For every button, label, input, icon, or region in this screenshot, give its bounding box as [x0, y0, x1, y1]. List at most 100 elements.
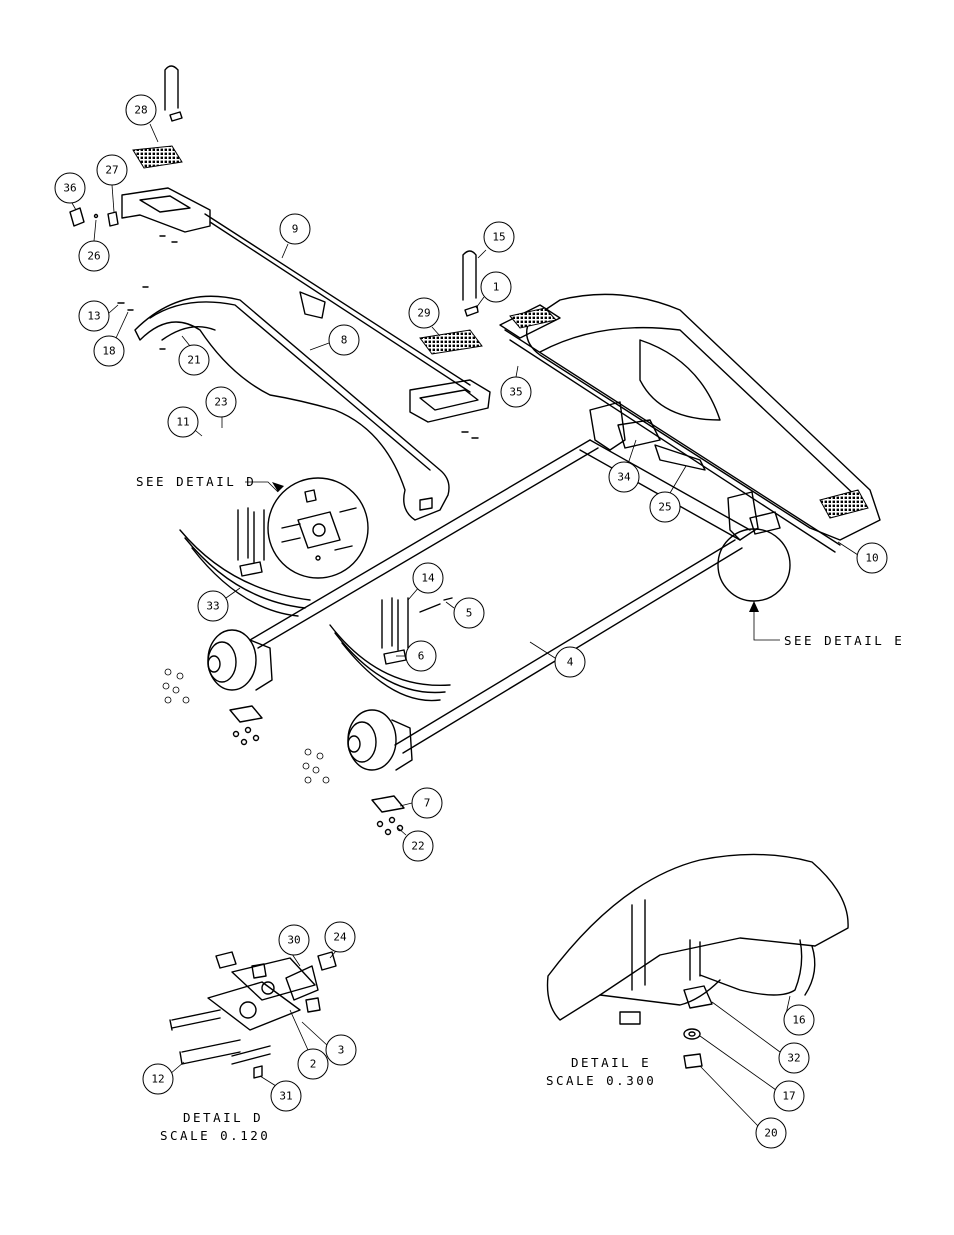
- callout-balloon-28: 28: [125, 94, 159, 143]
- u-bolts-spring-upper: [237, 507, 265, 577]
- callout-balloon-15: 15: [477, 221, 515, 259]
- callout-12-label: 12: [151, 1073, 164, 1086]
- leaf-spring-upper: [179, 529, 311, 617]
- fender-front-bracket: [121, 187, 211, 243]
- callout-balloon-6: 6: [396, 640, 437, 672]
- callout-25-label: 25: [658, 501, 671, 514]
- callout-balloon-10: 10: [837, 541, 888, 574]
- hub-upper: [207, 629, 273, 691]
- callout-balloon-14: 14: [407, 562, 444, 601]
- detail-e-scale: SCALE 0.300: [546, 1073, 656, 1088]
- callout-balloon-33: 33: [197, 587, 241, 622]
- callout-balloon-25: 25: [649, 465, 687, 523]
- callout-balloon-4: 4: [529, 641, 586, 678]
- fender-rear-bracket: [409, 379, 491, 439]
- callout-28-label: 28: [134, 104, 147, 117]
- callout-balloon-22: 22: [397, 827, 434, 862]
- lug-nuts: [162, 668, 330, 784]
- callout-5-label: 5: [466, 607, 473, 620]
- callout-29-label: 29: [417, 307, 430, 320]
- callout-balloon-13: 13: [78, 300, 119, 332]
- detail-e-title: DETAIL E: [571, 1055, 651, 1070]
- callout-16-label: 16: [792, 1014, 805, 1027]
- frame-rail: [579, 439, 751, 541]
- callout-6-label: 6: [418, 650, 425, 663]
- leaf-spring-lower: [329, 624, 451, 702]
- callout-26-label: 26: [87, 250, 100, 263]
- callout-balloon-24: 24: [324, 921, 356, 959]
- callout-balloon-34: 34: [608, 439, 640, 493]
- fender-left: [134, 295, 450, 521]
- callout-18-label: 18: [102, 345, 115, 358]
- callout-balloon-26: 26: [78, 219, 110, 272]
- callout-balloon-20: 20: [699, 1065, 787, 1149]
- callout-14-label: 14: [421, 572, 435, 585]
- callout-13-label: 13: [87, 310, 100, 323]
- fender-support-bar: [204, 213, 471, 393]
- callout-balloon-23: 23: [205, 386, 237, 428]
- callout-balloon-31: 31: [259, 1075, 302, 1112]
- callout-balloon-32: 32: [711, 1001, 810, 1074]
- callout-balloon-2: 2: [289, 1009, 329, 1080]
- callout-balloon-21: 21: [178, 335, 210, 376]
- callout-balloon-7: 7: [399, 787, 443, 819]
- arrow-detail-e: [749, 601, 759, 612]
- callout-33-label: 33: [206, 600, 219, 613]
- detail-e-circle: [717, 528, 791, 602]
- detail-e-drawing: [546, 853, 849, 1069]
- detail-d-drawing: [169, 951, 337, 1079]
- u-bolts-spring-lower: [381, 597, 453, 665]
- callout-balloon-11: 11: [167, 406, 203, 438]
- detail-d-scale: SCALE 0.120: [160, 1128, 270, 1143]
- callout-balloon-27: 27: [96, 154, 128, 213]
- callout-balloon-12: 12: [142, 1061, 185, 1095]
- step-tread-right-front: [509, 307, 557, 329]
- callout-15-label: 15: [492, 231, 505, 244]
- small-hardware-left: [69, 207, 166, 350]
- callout-35-label: 35: [509, 386, 522, 399]
- callout-9-label: 9: [292, 223, 299, 236]
- u-bolt-upper: [164, 65, 183, 122]
- callout-7-label: 7: [424, 797, 431, 810]
- callout-31-label: 31: [279, 1090, 292, 1103]
- step-tread-middle: [419, 329, 483, 355]
- callout-36-label: 36: [63, 182, 76, 195]
- hanger-front: [589, 401, 706, 471]
- arrow-detail-d: [272, 482, 284, 492]
- callout-8-label: 8: [341, 334, 348, 347]
- callout-27-label: 27: [105, 164, 118, 177]
- tie-plates: [229, 705, 405, 836]
- callout-balloon-29: 29: [408, 297, 441, 337]
- callout-balloon-1: 1: [475, 271, 512, 309]
- axle-upper: [249, 439, 599, 649]
- callout-balloon-16: 16: [783, 995, 815, 1036]
- callout-2-label: 2: [310, 1058, 317, 1071]
- callout-24-label: 24: [333, 931, 347, 944]
- detail-d-title: DETAIL D: [183, 1110, 263, 1125]
- callout-1-label: 1: [493, 281, 500, 294]
- callout-23-label: 23: [214, 396, 227, 409]
- step-tread-right-rear: [819, 489, 869, 519]
- callout-34-label: 34: [617, 471, 631, 484]
- callout-balloon-36: 36: [54, 172, 86, 211]
- see-detail-e-label: SEE DETAIL E: [784, 633, 904, 648]
- callout-balloon-17: 17: [699, 1035, 805, 1112]
- callout-17-label: 17: [782, 1090, 795, 1103]
- callout-10-label: 10: [865, 552, 878, 565]
- callout-3-label: 3: [338, 1044, 345, 1057]
- callout-22-label: 22: [411, 840, 424, 853]
- fender-right-assembly: [499, 293, 881, 553]
- callout-20-label: 20: [764, 1127, 777, 1140]
- step-tread-left: [132, 145, 183, 169]
- callout-balloon-5: 5: [445, 597, 485, 629]
- hub-lower: [347, 709, 413, 771]
- detail-d-circle: [267, 477, 369, 579]
- leader-lines-main: [245, 481, 780, 641]
- callout-balloon-3: 3: [301, 1021, 357, 1066]
- callout-30-label: 30: [287, 934, 300, 947]
- callout-balloon-18: 18: [93, 311, 129, 367]
- callout-32-label: 32: [787, 1052, 800, 1065]
- callout-balloon-9: 9: [279, 213, 311, 259]
- callout-balloon-30: 30: [278, 924, 310, 967]
